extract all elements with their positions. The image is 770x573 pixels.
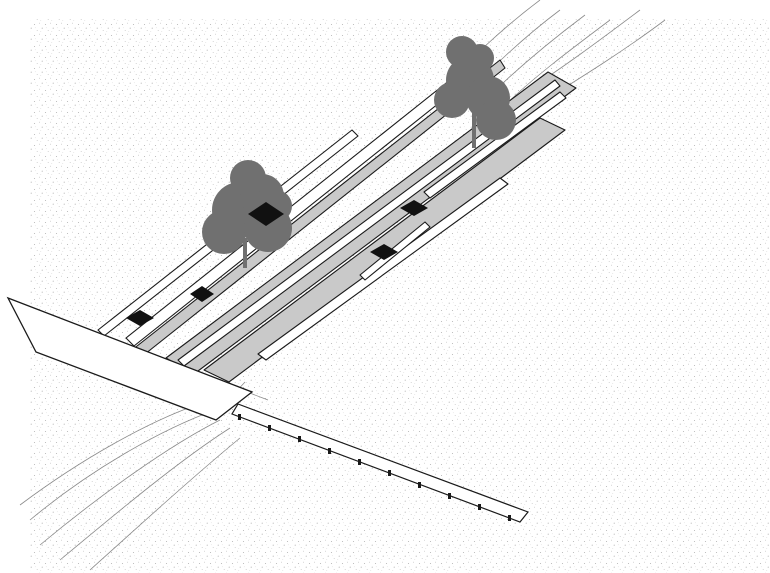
tree-right: [434, 36, 516, 148]
bench-3: [248, 202, 284, 226]
benches: [126, 200, 428, 326]
deck-strip-5: [177, 79, 561, 367]
bench-5: [370, 244, 398, 260]
pier-supports: [238, 414, 511, 521]
bench-2: [190, 286, 214, 302]
bench-4: [400, 200, 428, 216]
landing-platform: [6, 296, 254, 421]
bench-1: [126, 310, 154, 326]
river: [19, 0, 666, 571]
deck-strip-7: [257, 177, 509, 361]
boardwalk-pier: [231, 403, 529, 523]
